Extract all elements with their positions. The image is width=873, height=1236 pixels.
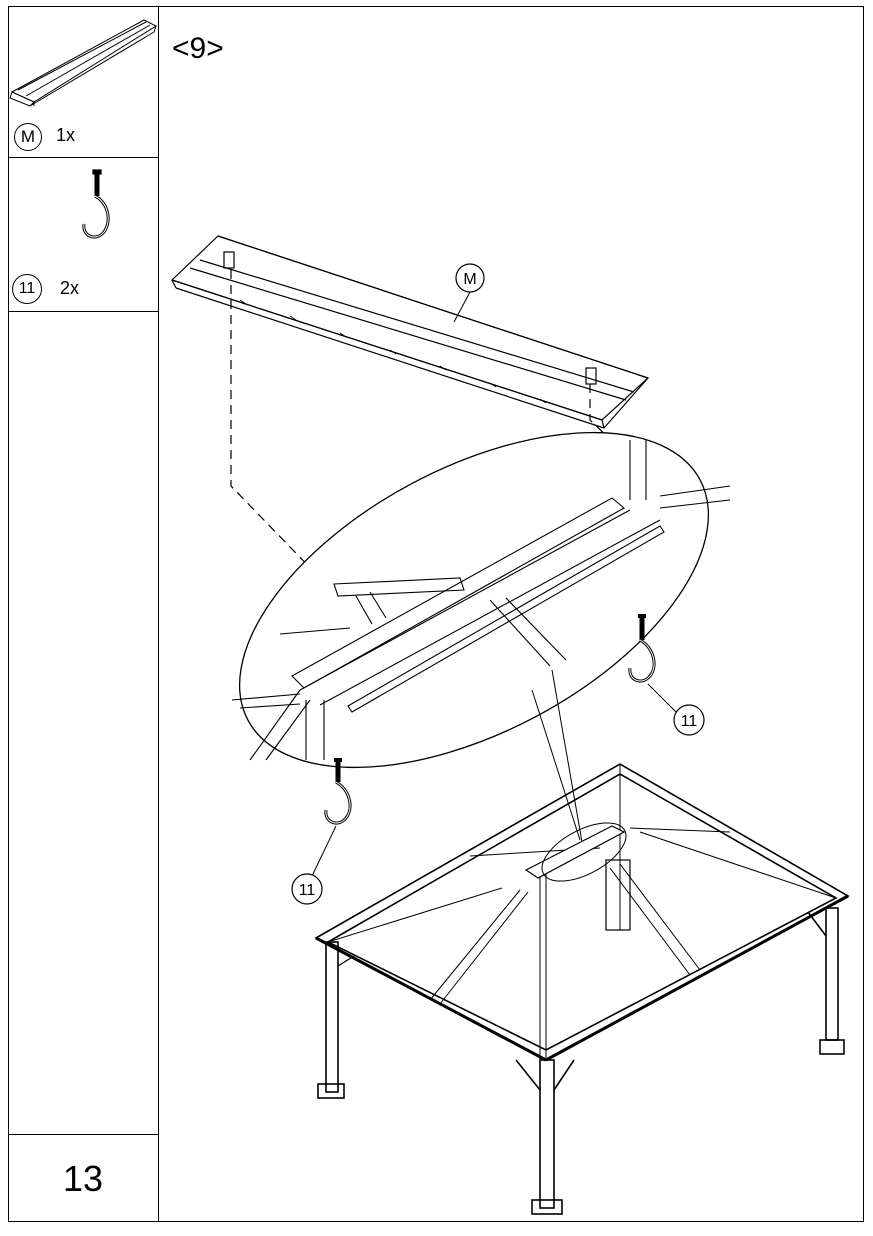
part-cell-m: M 1x [8, 6, 158, 158]
hook-right [628, 614, 656, 683]
page-number: 13 [62, 1158, 104, 1199]
part-id-11: 11 [12, 274, 42, 304]
leader-line-11-left [311, 825, 337, 877]
hook-thumbnail-icon [82, 169, 110, 239]
callout-m-circle [455, 263, 485, 293]
callout-11-right-circle [673, 704, 705, 736]
parts-sidebar: M 1x 11 2x 13 [8, 6, 159, 1222]
step-label: <9> [172, 32, 224, 65]
divider [8, 1134, 158, 1135]
callout-m: M [463, 271, 476, 288]
gazebo-frame [314, 763, 850, 1215]
leader-line-m [453, 291, 471, 323]
hook-left [324, 758, 352, 825]
page-frame [8, 6, 864, 1222]
part-qty-11: 2x [60, 278, 80, 298]
callout-11-right: 11 [681, 713, 698, 730]
detail-ellipse [231, 431, 731, 843]
callout-11-left-circle [291, 873, 323, 905]
callout-11-left: 11 [299, 882, 316, 899]
part-id-m: M [14, 123, 42, 151]
leader-line-11-right [647, 683, 677, 713]
part-cell-11: 11 2x [8, 158, 158, 312]
roof-panel-m [170, 235, 650, 429]
part-qty-m: 1x [56, 125, 76, 145]
roof-panel-thumbnail-icon [9, 19, 158, 107]
